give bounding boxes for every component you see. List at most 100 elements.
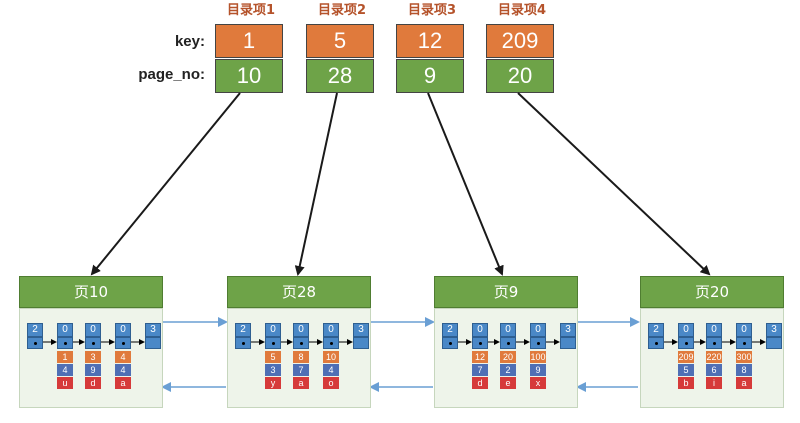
- infimum-next-pointer: [235, 337, 251, 349]
- page-body: 2 0 0 0 3 12 7 d 20 2 e 100 9 x: [434, 308, 578, 408]
- record-header: 0: [115, 323, 131, 337]
- directory-page-no-4: 20: [486, 59, 554, 93]
- directory-title-1: 目录项1: [226, 3, 276, 18]
- supremum-record-count: 3: [353, 323, 369, 337]
- record-header: 0: [57, 323, 73, 337]
- record-next-pointer: [115, 337, 131, 349]
- infimum-record-count: 2: [648, 323, 664, 337]
- record-key: 5: [265, 351, 281, 363]
- page-title: 页9: [434, 276, 578, 308]
- key-row-label: key:: [174, 33, 205, 50]
- record-header: 0: [472, 323, 488, 337]
- record-value: 9: [85, 364, 101, 376]
- page-title: 页20: [640, 276, 784, 308]
- data-page-10: 页10 2 0 0 0 3 1 4 u 3 9 d 4 4 a: [19, 276, 163, 408]
- record-key: 4: [115, 351, 131, 363]
- pointer-arrow-page20: [517, 92, 711, 276]
- record-header: 0: [85, 323, 101, 337]
- record-value: 7: [293, 364, 309, 376]
- record-value: 8: [736, 364, 752, 376]
- data-page-28: 页28 2 0 0 0 3 5 3 y 8 7 a 10 4 o: [227, 276, 371, 408]
- record-next-pointer: [678, 337, 694, 349]
- record-key: 20: [500, 351, 516, 363]
- page-title: 页28: [227, 276, 371, 308]
- directory-title-2: 目录项2: [317, 3, 367, 18]
- page-body: 2 0 0 0 3 5 3 y 8 7 a 10 4 o: [227, 308, 371, 408]
- record-char: e: [500, 377, 516, 389]
- pointer-arrow-page10: [90, 92, 241, 276]
- directory-key-2: 5: [306, 24, 374, 58]
- record-value: 5: [678, 364, 694, 376]
- directory-page-no-2: 28: [306, 59, 374, 93]
- record-char: x: [530, 377, 546, 389]
- infimum-next-pointer: [648, 337, 664, 349]
- record-value: 4: [115, 364, 131, 376]
- record-key: 10: [323, 351, 339, 363]
- record-key: 8: [293, 351, 309, 363]
- record-next-pointer: [706, 337, 722, 349]
- record-key: 12: [472, 351, 488, 363]
- page-no-row-label: page_no:: [138, 66, 205, 83]
- record-header: 0: [706, 323, 722, 337]
- directory-key-4: 209: [486, 24, 554, 58]
- record-value: 4: [57, 364, 73, 376]
- pointer-arrow-page9: [427, 92, 504, 276]
- record-char: b: [678, 377, 694, 389]
- page-title: 页10: [19, 276, 163, 308]
- supremum-record-count: 3: [145, 323, 161, 337]
- record-char: a: [293, 377, 309, 389]
- record-char: y: [265, 377, 281, 389]
- supremum-pointer: [766, 337, 782, 349]
- directory-page-no-1: 10: [215, 59, 283, 93]
- infimum-record-count: 2: [27, 323, 43, 337]
- record-char: i: [706, 377, 722, 389]
- directory-key-1: 1: [215, 24, 283, 58]
- record-key: 220: [706, 351, 722, 363]
- infimum-record-count: 2: [442, 323, 458, 337]
- record-header: 0: [323, 323, 339, 337]
- infimum-record-count: 2: [235, 323, 251, 337]
- pointer-arrow-page28: [294, 92, 338, 276]
- infimum-next-pointer: [442, 337, 458, 349]
- record-next-pointer: [500, 337, 516, 349]
- record-next-pointer: [57, 337, 73, 349]
- record-next-pointer: [265, 337, 281, 349]
- page-body: 2 0 0 0 3 1 4 u 3 9 d 4 4 a: [19, 308, 163, 408]
- record-value: 6: [706, 364, 722, 376]
- record-header: 0: [265, 323, 281, 337]
- infimum-next-pointer: [27, 337, 43, 349]
- record-char: d: [472, 377, 488, 389]
- record-next-pointer: [530, 337, 546, 349]
- supremum-record-count: 3: [766, 323, 782, 337]
- record-key: 100: [530, 351, 546, 363]
- directory-title-4: 目录项4: [497, 3, 547, 18]
- record-key: 209: [678, 351, 694, 363]
- record-header: 0: [293, 323, 309, 337]
- record-next-pointer: [736, 337, 752, 349]
- record-char: o: [323, 377, 339, 389]
- record-value: 7: [472, 364, 488, 376]
- supremum-record-count: 3: [560, 323, 576, 337]
- supremum-pointer: [145, 337, 161, 349]
- record-char: u: [57, 377, 73, 389]
- record-value: 9: [530, 364, 546, 376]
- record-header: 0: [678, 323, 694, 337]
- directory-title-3: 目录项3: [407, 3, 457, 18]
- directory-key-3: 12: [396, 24, 464, 58]
- record-value: 2: [500, 364, 516, 376]
- data-page-20: 页20 2 0 0 0 3 209 5 b 220 6 i 300 8 a: [640, 276, 784, 408]
- record-header: 0: [500, 323, 516, 337]
- record-header: 0: [736, 323, 752, 337]
- record-value: 3: [265, 364, 281, 376]
- supremum-pointer: [353, 337, 369, 349]
- supremum-pointer: [560, 337, 576, 349]
- record-next-pointer: [293, 337, 309, 349]
- record-value: 4: [323, 364, 339, 376]
- directory-page-no-3: 9: [396, 59, 464, 93]
- record-key: 1: [57, 351, 73, 363]
- record-header: 0: [530, 323, 546, 337]
- record-key: 300: [736, 351, 752, 363]
- record-char: a: [115, 377, 131, 389]
- data-page-9: 页9 2 0 0 0 3 12 7 d 20 2 e 100 9 x: [434, 276, 578, 408]
